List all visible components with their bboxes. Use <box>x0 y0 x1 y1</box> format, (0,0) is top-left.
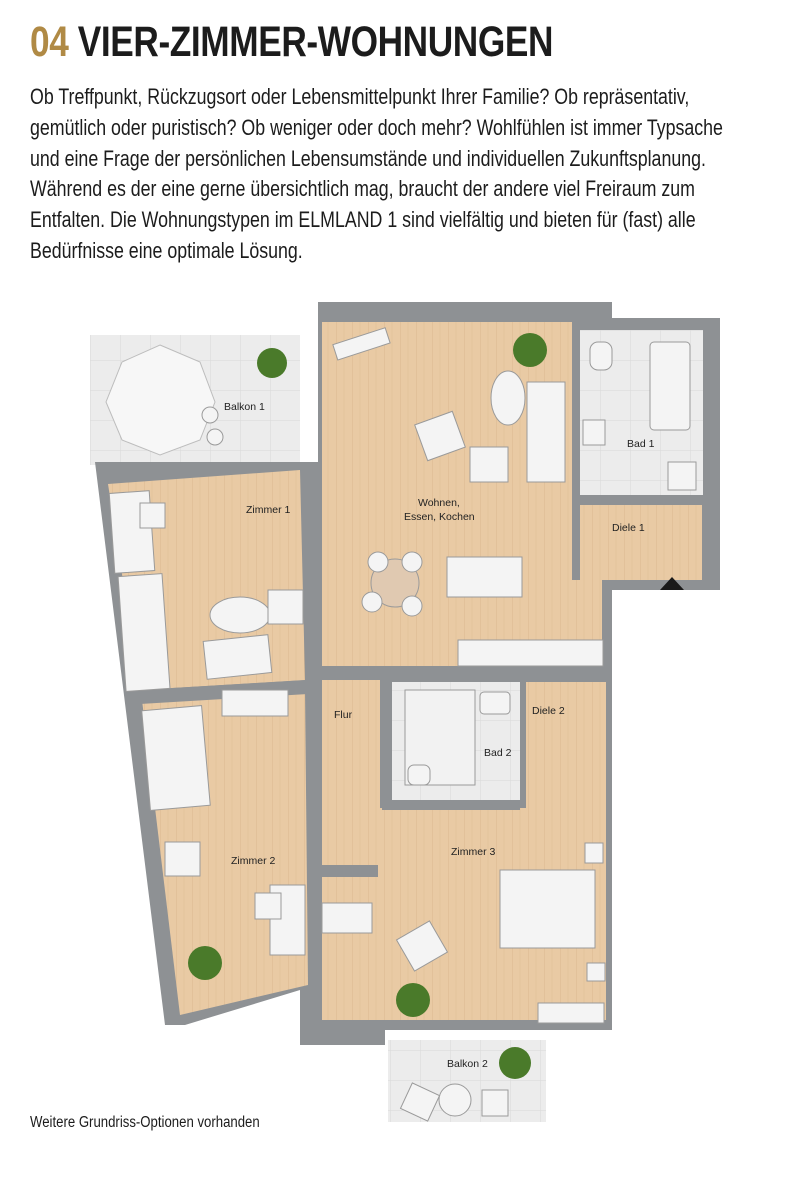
section-title: VIER-ZIMMER-WOHNUNGEN <box>77 18 554 66</box>
room-label-balkon-2: Balkon 2 <box>447 1058 488 1070</box>
room-labels: Balkon 1 Zimmer 1 Wohnen, Essen, Kochen … <box>224 401 655 1070</box>
room-label-zimmer-3: Zimmer 3 <box>451 846 495 858</box>
interior-walls <box>138 318 712 1030</box>
room-label-bad-1: Bad 1 <box>627 438 655 450</box>
intro-line: gemütlich oder puristisch? Ob weniger od… <box>30 114 723 140</box>
room-label-essen-kochen: Essen, Kochen <box>404 511 475 523</box>
furniture <box>105 327 697 1122</box>
room-label-flur: Flur <box>334 709 353 721</box>
intro-line: Entfalten. Die Wohnungstypen im ELMLAND … <box>30 207 696 233</box>
room-label-balkon-1: Balkon 1 <box>224 401 265 413</box>
room-label-zimmer-1: Zimmer 1 <box>246 504 290 516</box>
room-label-wohnen: Wohnen, <box>418 497 460 509</box>
section-number: 04 <box>30 18 69 66</box>
intro-line: Während es der eine gerne übersichtlich … <box>30 176 695 202</box>
room-label-diele-2: Diele 2 <box>532 705 565 717</box>
footnote: Weitere Grundriss-Optionen vorhanden <box>30 1114 260 1131</box>
room-label-bad-2: Bad 2 <box>484 747 512 759</box>
page-title: 04 VIER-ZIMMER-WOHNUNGEN <box>30 14 553 70</box>
entrance-arrow-icon <box>660 577 684 590</box>
floor-plan: Balkon 1 Zimmer 1 Wohnen, Essen, Kochen … <box>90 302 720 1122</box>
room-label-zimmer-2: Zimmer 2 <box>231 855 275 867</box>
intro-line: und eine Frage der persönlichen Lebensum… <box>30 145 706 171</box>
plants <box>188 333 547 1079</box>
intro-paragraph: Ob Treffpunkt, Rückzugsort oder Lebensmi… <box>30 82 757 267</box>
room-label-diele-1: Diele 1 <box>612 522 645 534</box>
intro-line: Bedürfnisse eine optimale Lösung. <box>30 237 303 263</box>
intro-line: Ob Treffpunkt, Rückzugsort oder Lebensmi… <box>30 84 690 109</box>
